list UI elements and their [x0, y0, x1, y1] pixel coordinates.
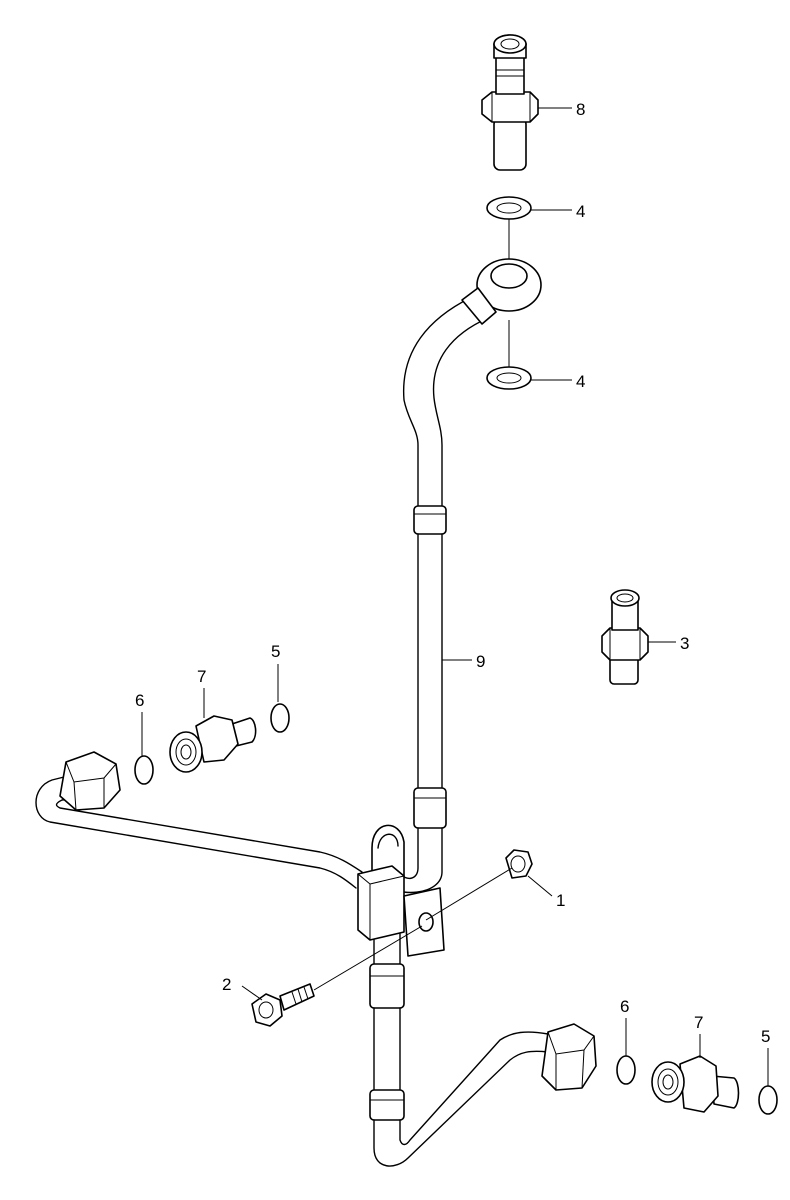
callout-6-upper: 6 — [135, 691, 144, 710]
callout-7-upper: 7 — [197, 667, 206, 686]
part-3-fitting — [601, 589, 649, 685]
part-9-pipe-assembly — [35, 258, 597, 1167]
callout-5-upper: 5 — [271, 642, 280, 661]
part-7-adapter-upper — [169, 715, 257, 773]
callout-2: 2 — [222, 975, 231, 994]
axis-line-bolt — [313, 925, 423, 991]
callout-8: 8 — [576, 100, 585, 119]
axis-line-nut — [425, 867, 513, 921]
part-1-nut — [505, 849, 533, 879]
callout-4-upper: 4 — [576, 202, 585, 221]
part-2-bolt — [251, 983, 315, 1027]
leader-2 — [241, 985, 263, 1001]
callout-3: 3 — [680, 634, 689, 653]
leader-1 — [527, 875, 553, 897]
callout-1: 1 — [556, 891, 565, 910]
part-4-washer-upper — [486, 196, 532, 220]
callout-4-lower: 4 — [576, 372, 585, 391]
callout-9: 9 — [476, 652, 485, 671]
part-8-union-fitting — [481, 34, 539, 171]
callout-6-lower: 6 — [620, 997, 629, 1016]
callout-5-lower: 5 — [761, 1027, 770, 1046]
part-5-o-ring-lower — [758, 1085, 778, 1115]
callout-labels: 8 4 4 3 9 5 7 6 1 2 6 7 5 — [135, 100, 770, 1046]
part-6-o-ring-upper — [134, 755, 154, 785]
part-4-washer-lower — [486, 366, 532, 390]
callout-7-lower: 7 — [694, 1013, 703, 1032]
leader-lines — [141, 107, 769, 1086]
part-5-o-ring-upper — [270, 703, 290, 733]
part-7-adapter-lower — [651, 1055, 740, 1113]
part-6-o-ring-lower — [616, 1055, 636, 1085]
